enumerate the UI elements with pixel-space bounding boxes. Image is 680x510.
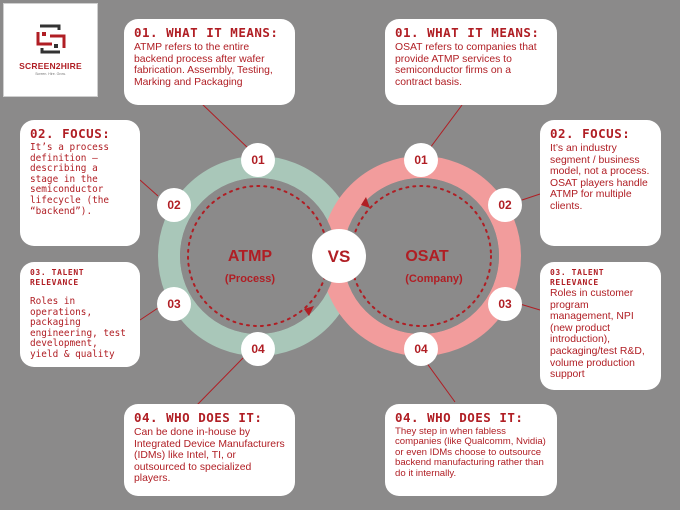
osat-title: OSAT xyxy=(405,248,448,265)
vs-label: VS xyxy=(328,247,351,266)
atmp-focus-title: 02. FOCUS: xyxy=(30,126,111,141)
atmp-talent-title-1: 03. TALENT xyxy=(30,268,85,277)
atmp-node-01 xyxy=(241,143,275,177)
atmp-title: ATMP xyxy=(228,248,272,265)
atmp-ring-inner xyxy=(180,178,336,334)
atmp-node-02-label: 02 xyxy=(167,198,181,212)
logo-tagline: Screen. Hire. Grow. xyxy=(35,72,66,76)
atmp-meaning-card: 01. WHAT IT MEANS: ATMP refers to the en… xyxy=(124,19,295,105)
atmp-node-03-label: 03 xyxy=(167,297,181,311)
connector-atmp-02 xyxy=(139,179,159,197)
atmp-node-04 xyxy=(241,332,275,366)
atmp-focus-body: It’s a process definition — describing a… xyxy=(30,142,110,217)
osat-who-body: They step in when fabless companies (lik… xyxy=(395,426,546,479)
osat-node-04 xyxy=(404,332,438,366)
connector-osat-02 xyxy=(521,193,541,201)
connector-atmp-01 xyxy=(199,101,251,151)
osat-talent-body: Roles in customer program management, NP… xyxy=(550,288,645,381)
osat-meaning-title: 01. WHAT IT MEANS: xyxy=(395,25,540,40)
osat-who-card: 04. WHO DOES IT: They step in when fable… xyxy=(385,404,557,496)
osat-node-02-label: 02 xyxy=(498,198,512,212)
atmp-who-title: 04. WHO DOES IT: xyxy=(134,410,263,425)
osat-node-01 xyxy=(404,143,438,177)
osat-nodes xyxy=(404,143,522,366)
connector-lines xyxy=(139,101,541,406)
atmp-talent-body: Roles in operations, packaging engineeri… xyxy=(30,296,126,360)
osat-focus-card: 02. FOCUS: It’s an industry segment / bu… xyxy=(540,120,661,246)
atmp-talent-title-2: RELEVANCE xyxy=(30,278,79,287)
atmp-meaning-title: 01. WHAT IT MEANS: xyxy=(134,25,279,40)
vs-circle xyxy=(312,229,366,283)
osat-meaning-card: 01. WHAT IT MEANS: OSAT refers to compan… xyxy=(385,19,557,105)
atmp-node-03 xyxy=(157,287,191,321)
atmp-who-body: Can be done in-house by Integrated Devic… xyxy=(134,427,285,485)
connector-osat-01 xyxy=(429,104,463,149)
osat-who-title: 04. WHO DOES IT: xyxy=(395,410,524,425)
osat-node-03 xyxy=(488,287,522,321)
osat-focus-body: It’s an industry segment / business mode… xyxy=(550,143,650,212)
osat-node-03-label: 03 xyxy=(498,297,512,311)
atmp-talent-card: 03. TALENT RELEVANCE Roles in operations… xyxy=(20,262,140,367)
atmp-node-02 xyxy=(157,188,191,222)
osat-node-01-label: 01 xyxy=(414,153,428,167)
osat-talent-card: 03. TALENT RELEVANCE Roles in customer p… xyxy=(540,262,661,390)
osat-meaning-body: OSAT refers to companies that provide AT… xyxy=(395,42,537,88)
atmp-arrow-icon xyxy=(304,306,314,316)
osat-focus-title: 02. FOCUS: xyxy=(550,126,631,141)
connector-atmp-03 xyxy=(139,307,159,321)
connector-osat-03 xyxy=(519,303,541,311)
osat-arrow-icon xyxy=(361,197,370,208)
atmp-node-04-label: 04 xyxy=(251,342,265,356)
connector-osat-04 xyxy=(425,361,456,403)
atmp-who-card: 04. WHO DOES IT: Can be done in-house by… xyxy=(124,404,295,496)
connector-atmp-04 xyxy=(196,357,244,406)
osat-talent-title-1: 03. TALENT xyxy=(550,268,605,277)
osat-subtitle: (Company) xyxy=(405,273,463,285)
osat-talent-title-2: RELEVANCE xyxy=(550,278,599,287)
logo-mark-icon xyxy=(36,24,66,54)
atmp-meaning-body: ATMP refers to the entire backend proces… xyxy=(134,42,273,88)
osat-ring-inner xyxy=(343,178,499,334)
osat-node-04-label: 04 xyxy=(414,342,428,356)
atmp-node-01-label: 01 xyxy=(251,153,265,167)
atmp-focus-card: 02. FOCUS: It’s a process definition — d… xyxy=(20,120,140,246)
atmp-subtitle: (Process) xyxy=(225,273,275,285)
osat-node-02 xyxy=(488,188,522,222)
company-logo: SCREEN2HIRE Screen. Hire. Grow. xyxy=(3,3,98,97)
atmp-nodes xyxy=(157,143,275,366)
logo-wordmark: SCREEN2HIRE xyxy=(19,61,82,71)
